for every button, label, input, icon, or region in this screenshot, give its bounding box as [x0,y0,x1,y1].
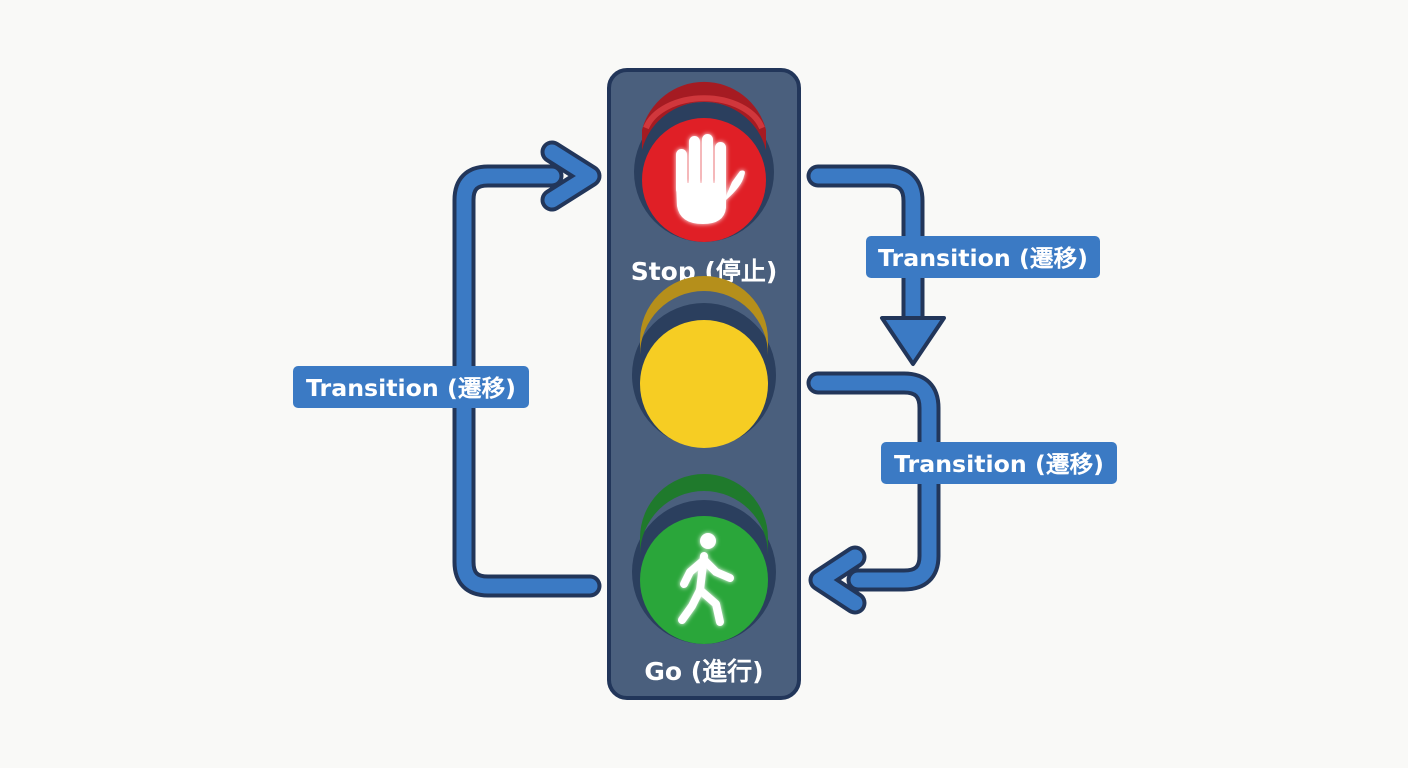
transition-label-go-to-stop: Transition (遷移) [293,366,529,408]
walking-person-icon [678,533,734,626]
state-caution [632,276,776,448]
svg-text:Transition (遷移): Transition (遷移) [878,246,1088,272]
state-go: Go (進行) [632,474,776,686]
arrow-caution-to-go [806,371,941,615]
transition-label-caution-to-go: Transition (遷移) [881,442,1117,484]
hand-stop-icon [676,134,745,224]
svg-text:Transition (遷移): Transition (遷移) [894,452,1104,478]
go-label: Go (進行) [644,657,763,686]
state-stop: Stop (停止) [631,81,777,286]
caution-light [640,320,768,448]
transition-label-stop-to-caution: Transition (遷移) [866,236,1100,278]
svg-text:Transition (遷移): Transition (遷移) [306,376,516,402]
arrow-stop-to-caution [806,164,946,366]
